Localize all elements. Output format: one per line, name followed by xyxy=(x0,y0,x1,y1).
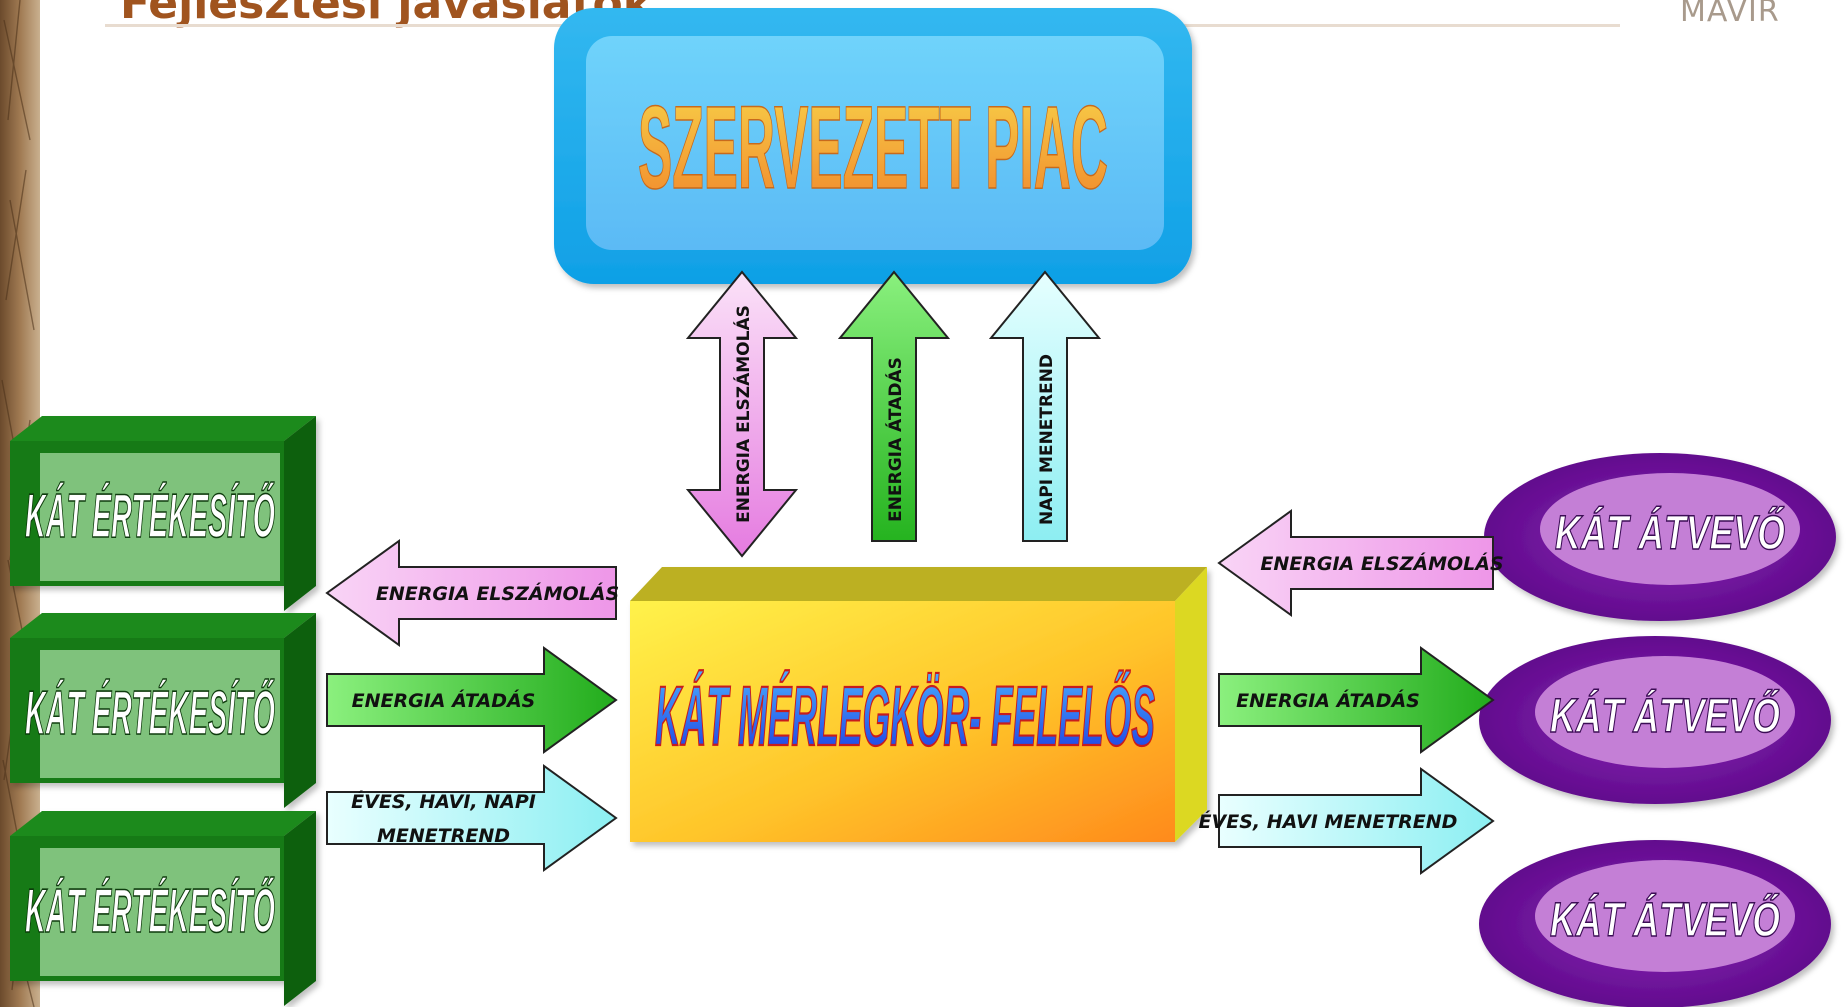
horizontal-flow-arrow: ENERGIA ÁTADÁS xyxy=(1218,646,1495,754)
mavir-logo: MAVIR xyxy=(1680,0,1780,29)
kat-receiver-label: KÁT ÁTVEVŐ xyxy=(1550,689,1780,743)
horizontal-flow-arrow: ENERGIA ELSZÁMOLÁS xyxy=(325,539,619,647)
vertical-arrow-label: ENERGIA ÁTADÁS xyxy=(884,357,906,522)
kat-seller-label: KÁT ÉRTÉKESÍTŐ xyxy=(25,482,275,551)
kat-seller-box: KÁT ÉRTÉKESÍTŐ xyxy=(10,613,316,808)
horizontal-flow-arrow: ENERGIA ELSZÁMOLÁS xyxy=(1217,509,1504,617)
balance-group-responsible-label: KÁT MÉRLEGKÖR- FELELŐS xyxy=(655,669,1155,763)
horizontal-flow-arrow: ÉVES, HAVI, NAPI MENETREND xyxy=(326,764,618,872)
horizontal-arrow-label: ENERGIA ÁTADÁS xyxy=(1236,689,1420,712)
kat-seller-label: KÁT ÉRTÉKESÍTŐ xyxy=(25,679,275,748)
kat-seller-box: KÁT ÉRTÉKESÍTŐ xyxy=(10,416,316,611)
kat-receiver-oval: KÁT ÁTVEVŐ xyxy=(1484,453,1836,621)
vertical-flow-arrow: ENERGIA ÁTADÁS xyxy=(837,270,951,542)
kat-receiver-oval: KÁT ÁTVEVŐ xyxy=(1479,840,1831,1007)
balance-group-responsible-box: KÁT MÉRLEGKÖR- FELELŐS xyxy=(630,567,1207,842)
horizontal-arrow-label: MENETREND xyxy=(377,825,510,847)
organized-market-box: SZERVEZETT PIAC xyxy=(554,8,1192,284)
vertical-arrow-label: NAPI MENETREND xyxy=(1037,354,1057,525)
organized-market-label: SZERVEZETT PIAC xyxy=(638,82,1108,214)
kat-receiver-oval: KÁT ÁTVEVŐ xyxy=(1479,636,1831,804)
vertical-flow-arrow: NAPI MENETREND xyxy=(988,270,1102,542)
horizontal-arrow-label: ENERGIA ELSZÁMOLÁS xyxy=(1260,552,1503,575)
kat-seller-label: KÁT ÉRTÉKESÍTŐ xyxy=(25,877,275,946)
kat-seller-box: KÁT ÉRTÉKESÍTŐ xyxy=(10,811,316,1006)
horizontal-arrow-label: ENERGIA ELSZÁMOLÁS xyxy=(376,582,619,605)
horizontal-flow-arrow: ENERGIA ÁTADÁS xyxy=(326,646,618,754)
horizontal-arrow-label: ÉVES, HAVI MENETREND xyxy=(1199,810,1458,833)
kat-receiver-label: KÁT ÁTVEVŐ xyxy=(1555,506,1785,560)
horizontal-arrow-label: ENERGIA ÁTADÁS xyxy=(352,689,536,712)
kat-receiver-label: KÁT ÁTVEVŐ xyxy=(1550,893,1780,947)
horizontal-flow-arrow: ÉVES, HAVI MENETREND xyxy=(1199,767,1495,875)
vertical-arrow-label: ENERGIA ELSZÁMOLÁS xyxy=(732,305,754,523)
horizontal-arrow-label: ÉVES, HAVI, NAPI xyxy=(351,790,536,813)
vertical-flow-arrow: ENERGIA ELSZÁMOLÁS xyxy=(685,270,799,558)
